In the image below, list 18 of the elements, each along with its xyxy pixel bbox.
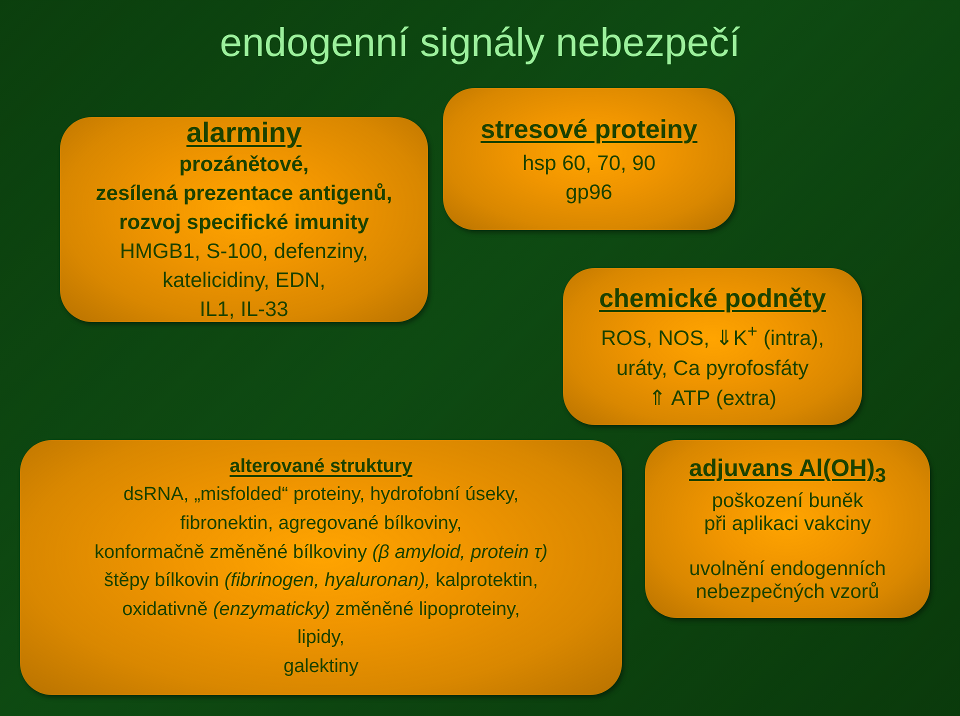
card-heading: chemické podněty — [599, 282, 826, 314]
category-card — [563, 268, 862, 425]
card-heading: adjuvans Al(OH)$_{3}$ — [689, 454, 886, 488]
category-card — [645, 440, 930, 618]
card-text: hsp 60, 70, 90 gp96 — [522, 151, 656, 206]
category-card — [443, 88, 735, 230]
category-card — [20, 440, 622, 695]
card-heading: alterované struktury — [230, 455, 412, 480]
diagram-title: endogenní signály nebezpečí — [218, 20, 742, 67]
card-text: prozánětové, zesílená prezentace antigenů, rozvoj specifické imunity — [96, 152, 392, 236]
card-text: HMGB1, S-100, defenziny, katelicidiny, EDN, IL1, IL-33 — [120, 238, 368, 322]
card-text: dsRNA, „misfolded“ proteiny, hydrofobní úseky, fibronektin, agregované bílkoviny, konformačně změněné bílkoviny (β amyloid, protein τ) štěpy bílkovin (fibrinogen, hyaluronan), kalprotektin, oxidativně (enzymaticky) změněné lipoproteiny, lipidy, galektiny — [94, 483, 548, 679]
card-text: poškození buněk při aplikaci vakciny — [704, 490, 871, 536]
card-text: ROS, NOS, ⇓K$^{+}$ (intra), uráty, Ca pyrofosfáty ⇑ ATP (extra) — [600, 320, 824, 412]
card-heading: stresové proteiny — [480, 113, 698, 146]
card-heading: alarminy — [186, 116, 302, 150]
card-text: uvolnění endogenních nebezpečných vzorů — [689, 558, 886, 604]
category-card — [60, 117, 428, 322]
